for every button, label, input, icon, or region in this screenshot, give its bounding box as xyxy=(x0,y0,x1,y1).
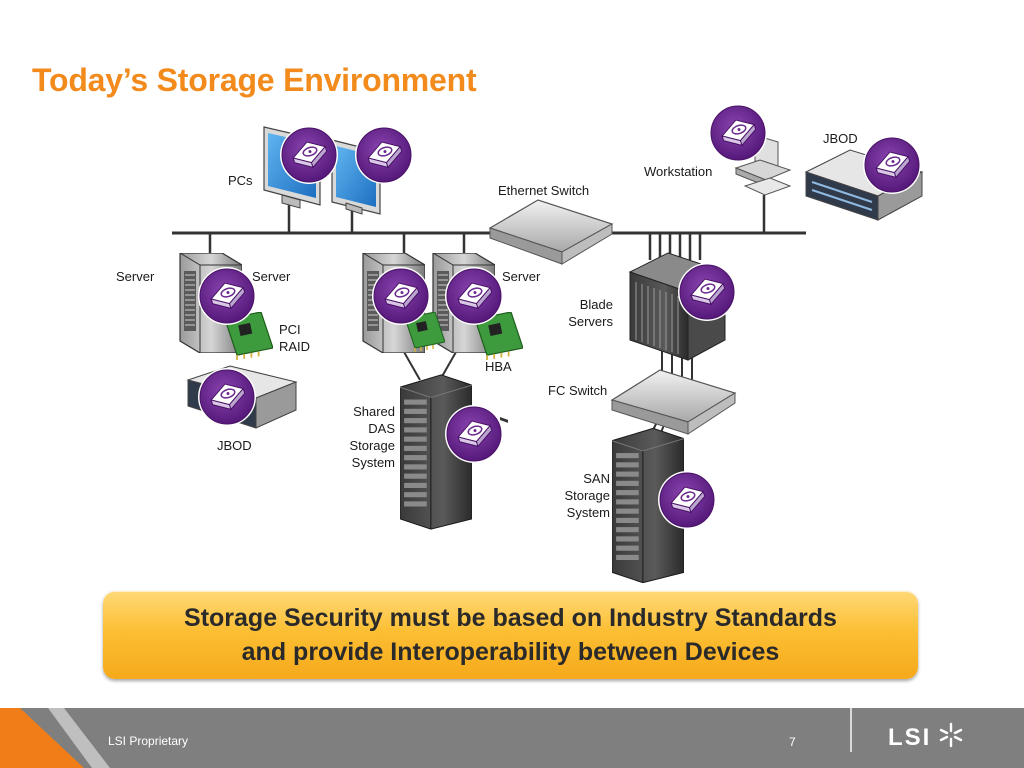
key-message-callout: Storage Security must be based on Indust… xyxy=(103,591,918,679)
label-servers: Servers xyxy=(568,314,613,329)
label-system-2: System xyxy=(566,505,610,520)
label-storage-1: Storage xyxy=(349,438,395,453)
encrypted-drive-icon xyxy=(197,367,257,427)
footer-bar xyxy=(0,708,1024,768)
footer-proprietary-label: LSI Proprietary xyxy=(108,734,189,748)
label-pcs: PCs xyxy=(228,173,253,188)
encrypted-drive-icon xyxy=(371,266,431,326)
encrypted-drive-icon xyxy=(708,103,768,163)
lsi-logo: LSI xyxy=(888,722,964,751)
logo-text: LSI xyxy=(888,724,932,751)
lsi-starburst-icon xyxy=(939,722,962,748)
label-san: SAN xyxy=(583,471,610,486)
encrypted-drive-icon xyxy=(657,470,717,530)
label-hba: HBA xyxy=(485,359,512,374)
workstation xyxy=(734,134,792,196)
callout-line-2: and provide Interoperability between Dev… xyxy=(241,638,780,666)
encrypted-drive-icon xyxy=(197,266,257,326)
label-jbod-top: JBOD xyxy=(823,131,858,146)
label-system-1: System xyxy=(351,455,395,470)
callout-line-1: Storage Security must be based on Indust… xyxy=(184,604,837,632)
encrypted-drive-icon xyxy=(444,266,504,326)
slide-title: Today’s Storage Environment xyxy=(32,62,477,98)
footer-divider xyxy=(850,708,852,752)
encrypted-drive-icon xyxy=(444,404,504,464)
callout-text: Storage Security must be based on Indust… xyxy=(184,601,837,669)
ethernet-switch xyxy=(488,199,614,423)
label-workstation: Workstation xyxy=(644,164,713,179)
label-server-1: Server xyxy=(116,269,155,284)
footer-corner-decoration xyxy=(0,708,110,768)
label-jbod-left: JBOD xyxy=(217,438,252,453)
label-storage-2: Storage xyxy=(564,488,610,503)
label-ethernet-switch: Ethernet Switch xyxy=(498,183,590,198)
label-raid: RAID xyxy=(279,339,311,354)
encrypted-drive-icon xyxy=(677,262,737,322)
fc-switch xyxy=(610,369,737,435)
label-server-3: Server xyxy=(502,269,541,284)
page-number: 7 xyxy=(789,735,796,749)
label-das: DAS xyxy=(368,421,395,436)
label-shared: Shared xyxy=(353,404,395,419)
label-fc-switch: FC Switch xyxy=(548,383,608,398)
label-blade: Blade xyxy=(579,297,613,312)
label-server-2: Server xyxy=(252,269,291,284)
encrypted-drive-icon xyxy=(354,125,414,185)
label-pci: PCI xyxy=(279,322,301,337)
encrypted-drive-icon xyxy=(862,135,922,195)
encrypted-drive-icon xyxy=(279,125,339,185)
